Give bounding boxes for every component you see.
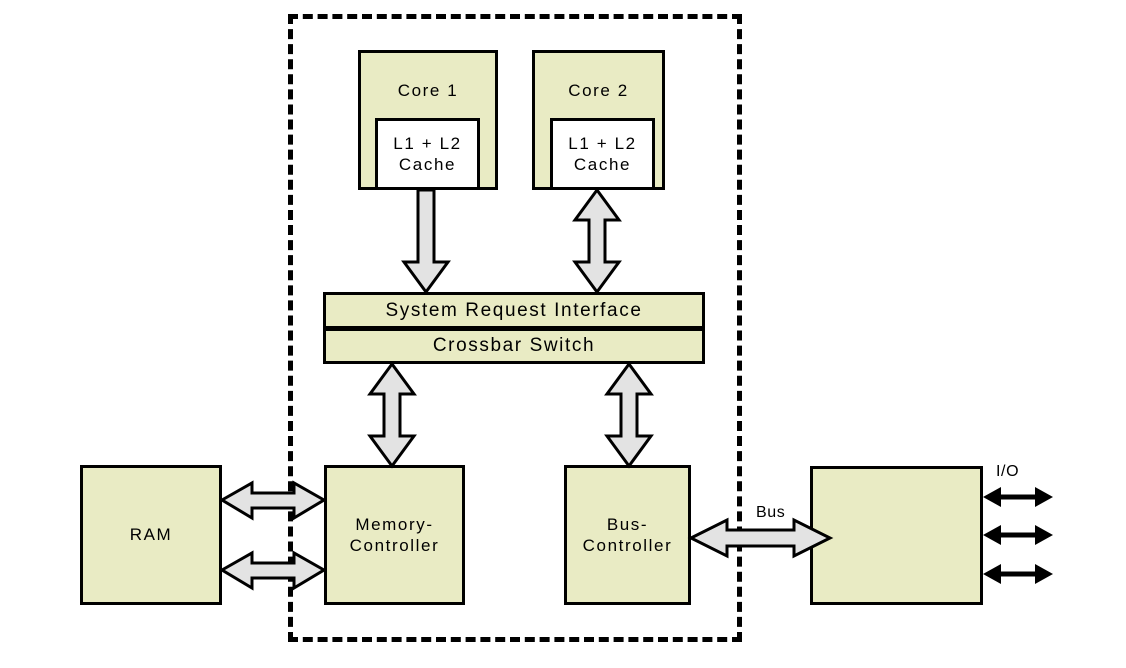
io-arrow-3 [983,564,1053,584]
system-request-interface-label: System Request Interface [385,299,643,321]
core-1-cache-box[interactable]: L1 + L2 Cache [375,118,480,190]
chipset-box[interactable] [810,466,983,605]
core-2-label: Core 2 [568,81,629,100]
core-2-cache-box[interactable]: L1 + L2 Cache [550,118,655,190]
io-link-label: I/O [996,463,1020,480]
crossbar-switch-box[interactable]: Crossbar Switch [323,328,705,364]
cpu-die-boundary [288,14,742,642]
system-request-interface-box[interactable]: System Request Interface [323,292,705,329]
core-2-box[interactable]: Core 2 L1 + L2 Cache [532,50,665,190]
memory-controller-label: Memory- Controller [349,514,440,555]
core-1-box[interactable]: Core 1 L1 + L2 Cache [358,50,498,190]
bus-link-label: Bus [756,504,786,521]
core-2-cache-label: L1 + L2 Cache [568,133,637,174]
io-arrow-2 [983,525,1053,545]
ram-label: RAM [129,525,173,545]
bus-controller-label: Bus- Controller [582,514,673,555]
io-arrow-1 [983,487,1053,507]
core-1-cache-label: L1 + L2 Cache [393,133,462,174]
ram-box[interactable]: RAM [80,465,222,605]
crossbar-switch-label: Crossbar Switch [432,335,596,357]
bus-controller-box[interactable]: Bus- Controller [564,465,691,605]
memory-controller-box[interactable]: Memory- Controller [324,465,465,605]
core-1-label: Core 1 [397,81,459,100]
